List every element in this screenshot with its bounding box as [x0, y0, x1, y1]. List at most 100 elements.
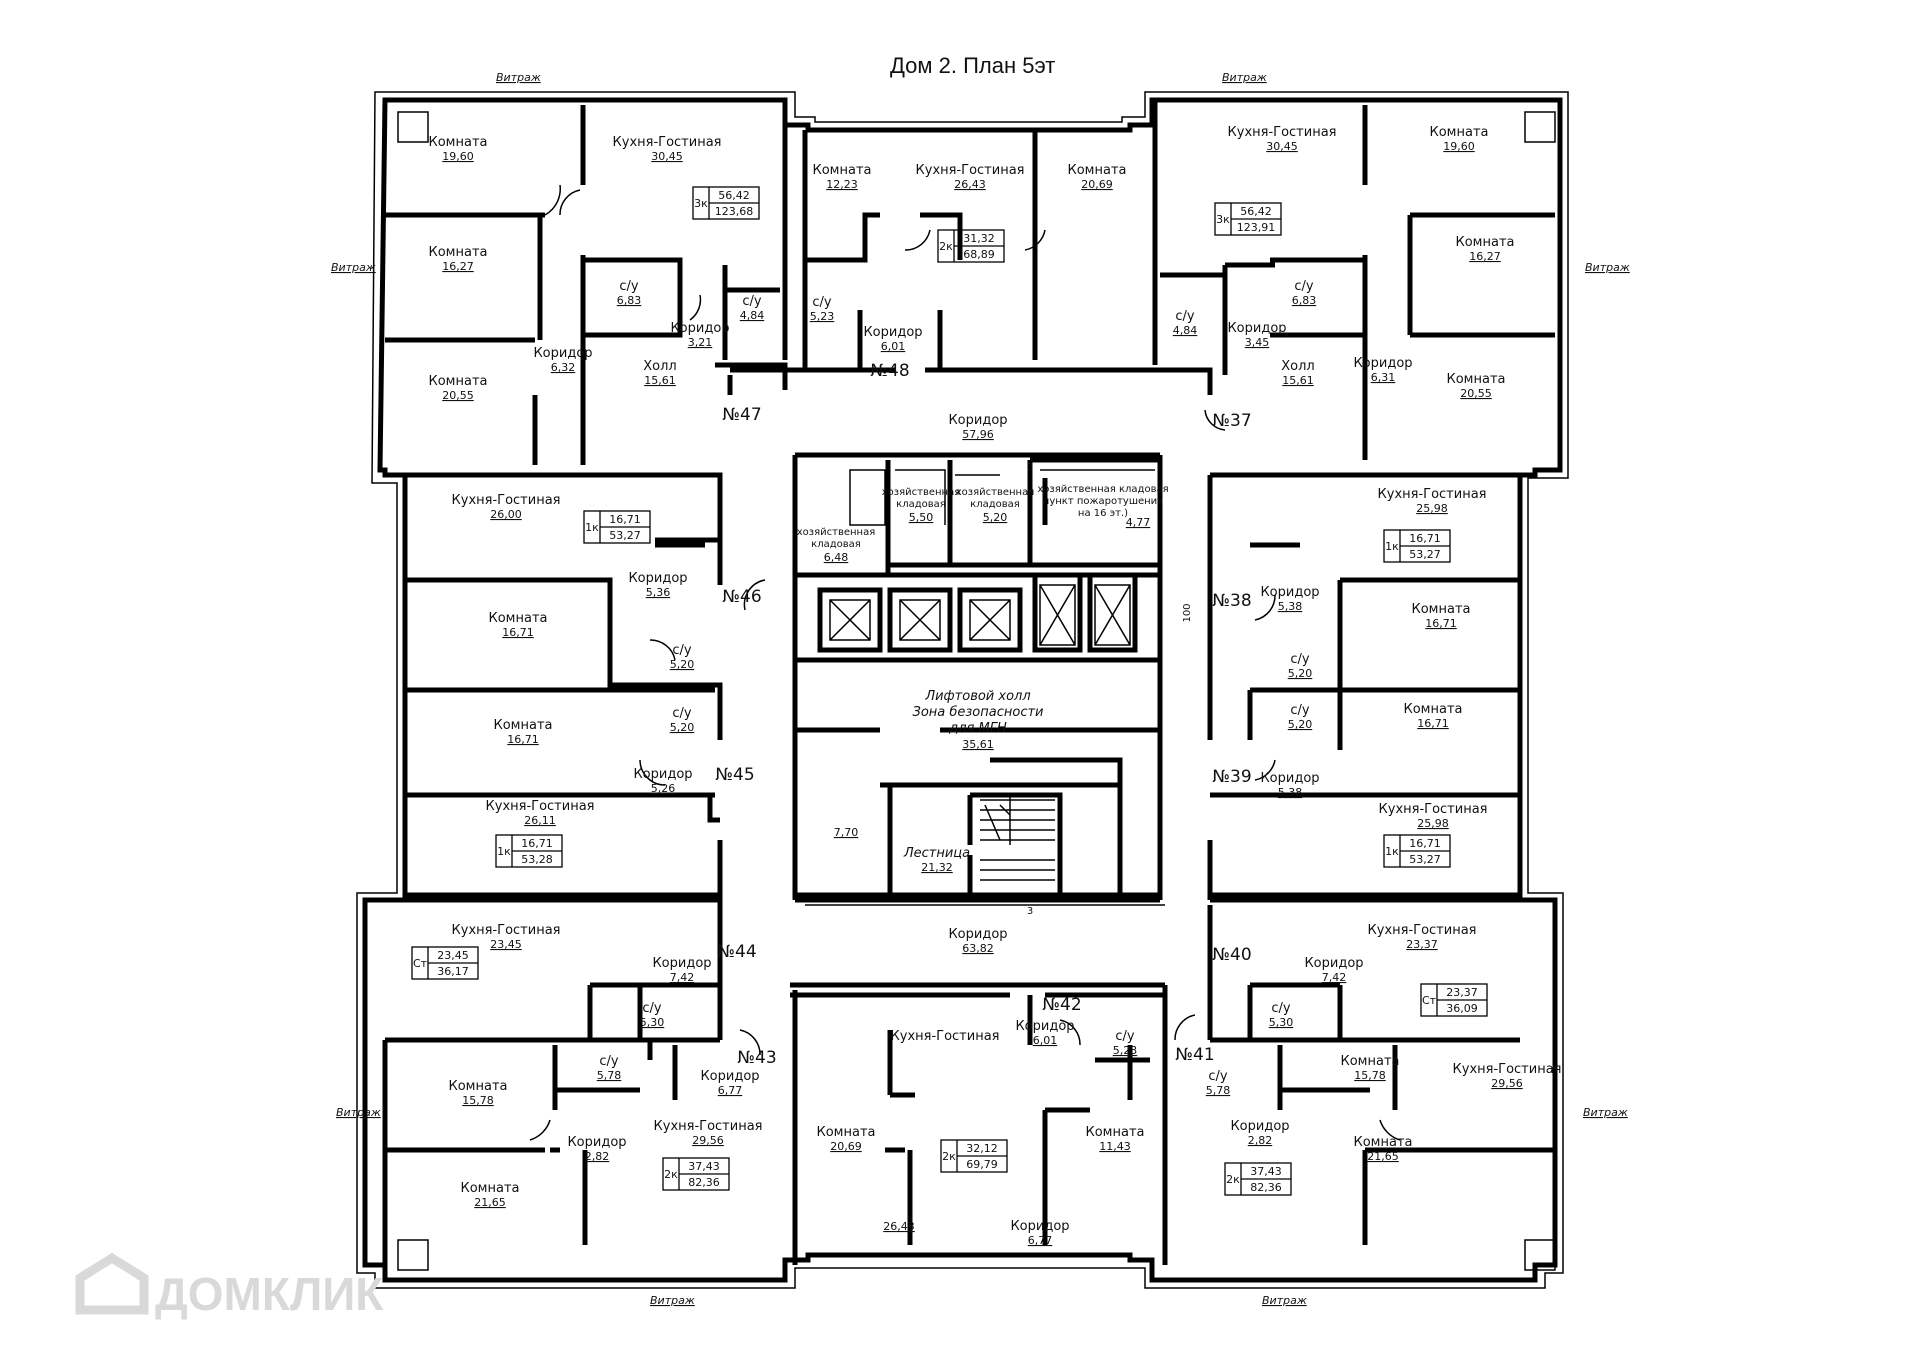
room-area: 7,42 — [1322, 971, 1347, 984]
storage-area: 5,50 — [909, 511, 934, 524]
room-area: 5,30 — [1269, 1016, 1294, 1029]
vitrazh-label: Витраж — [650, 1294, 695, 1307]
apartment-number: №42 — [1042, 995, 1081, 1015]
room-area: 16,71 — [502, 626, 534, 639]
room-name: Коридор — [1304, 956, 1363, 971]
room-name: Комната — [1404, 702, 1463, 717]
room-name: Кухня-Гостиная — [1368, 923, 1477, 938]
room-name: Комната — [429, 374, 488, 389]
room-name: Коридор — [948, 927, 1007, 942]
total-area: 68,89 — [963, 248, 995, 261]
total-area: 36,09 — [1446, 1002, 1478, 1015]
watermark-text: ДОМКЛИК — [155, 1268, 384, 1320]
room-area: 6,83 — [1292, 294, 1317, 307]
room-name: Кухня-Гостиная — [452, 923, 561, 938]
room-area: 15,61 — [1282, 374, 1314, 387]
room-name: Комната — [1412, 602, 1471, 617]
vitrazh-label: Витраж — [1262, 1294, 1307, 1307]
room-name: с/у — [642, 1001, 662, 1016]
living-area: 16,71 — [1409, 532, 1441, 545]
room-area: 15,78 — [1354, 1069, 1386, 1082]
corridor-dim: 100 — [1182, 603, 1193, 622]
room-area: 4,84 — [740, 309, 765, 322]
room-name: Кухня-Гостиная — [486, 799, 595, 814]
total-area: 53,28 — [521, 853, 553, 866]
storage-label: кладовая — [896, 499, 946, 510]
room-name: Комната — [461, 1181, 520, 1196]
room-name: с/у — [1271, 1001, 1291, 1016]
room-area: 26,11 — [524, 814, 556, 827]
total-area: 69,79 — [966, 1158, 998, 1171]
storage-label: кладовая — [811, 539, 861, 550]
lift-hall: Лифтовой холл Зона безопасности для МГН … — [912, 689, 1043, 751]
dim-label: 3 — [1027, 462, 1033, 473]
apartment-type: 3к — [1216, 213, 1230, 226]
room-area: 19,60 — [442, 150, 474, 163]
apartment-type: 1к — [497, 845, 511, 858]
total-area: 82,36 — [688, 1176, 720, 1189]
room-name: Комната — [429, 135, 488, 150]
apartment-number: №39 — [1212, 767, 1251, 787]
room-name: Коридор — [1353, 356, 1412, 371]
room-area: 5,20 — [1288, 718, 1313, 731]
total-area: 53,27 — [1409, 853, 1441, 866]
apartment-type: Ст — [413, 957, 428, 970]
room-area: 6,31 — [1371, 371, 1396, 384]
room-name: Коридор — [1227, 321, 1286, 336]
room-name: Кухня-Гостиная — [1378, 487, 1487, 502]
room-name: Коридор — [1260, 771, 1319, 786]
room-area: 5,78 — [1206, 1084, 1231, 1097]
total-area: 53,27 — [1409, 548, 1441, 561]
room-name: Комната — [429, 245, 488, 260]
room-name: Коридор — [700, 1069, 759, 1084]
room-name: Комната — [1456, 235, 1515, 250]
room-area: 5,20 — [670, 721, 695, 734]
lift-hall-line1: Лифтовой холл — [924, 689, 1030, 704]
room-area: 15,61 — [644, 374, 676, 387]
room-name: Коридор — [863, 325, 922, 340]
living-area: 32,12 — [966, 1142, 998, 1155]
room-name: с/у — [672, 643, 692, 658]
room-area: 20,55 — [442, 389, 474, 402]
room-area: 21,65 — [474, 1196, 506, 1209]
room-name: Коридор — [948, 413, 1007, 428]
room-area: 5,78 — [597, 1069, 622, 1082]
room-area: 4,84 — [1173, 324, 1198, 337]
room-name: с/у — [1208, 1069, 1228, 1084]
storage-area: 5,20 — [983, 511, 1008, 524]
room-name: Холл — [643, 359, 676, 374]
room-area: 5,30 — [640, 1016, 665, 1029]
apartment-type: 1к — [1385, 540, 1399, 553]
room-area: 20,55 — [1460, 387, 1492, 400]
room-area: 23,45 — [490, 938, 522, 951]
walls — [356, 91, 1569, 1289]
room-area: 30,45 — [1266, 140, 1298, 153]
room-area: 6,32 — [551, 361, 576, 374]
total-area: 123,68 — [715, 205, 754, 218]
room-area: 11,43 — [1099, 1140, 1131, 1153]
room-area: 6,01 — [1033, 1034, 1058, 1047]
vitrazh-label: Витраж — [496, 71, 541, 84]
room-area: 3,45 — [1245, 336, 1270, 349]
room-labels: Комната19,60Кухня-Гостиная30,45Комната16… — [429, 125, 1562, 1247]
room-name: Коридор — [670, 321, 729, 336]
lift-hall-line3: для МГН — [948, 721, 1007, 736]
vitrazh-label: Витраж — [1222, 71, 1267, 84]
room-name: Кухня-Гостиная — [1453, 1062, 1562, 1077]
apartment-type: 2к — [939, 240, 953, 253]
room-area: 5,26 — [651, 782, 676, 795]
room-area: 57,96 — [962, 428, 994, 441]
room-area: 2,82 — [585, 1150, 610, 1163]
room-area: 26,43 — [954, 178, 986, 191]
room-area: 23,37 — [1406, 938, 1438, 951]
apartment-number: №41 — [1175, 1045, 1214, 1065]
living-area: 16,71 — [609, 513, 641, 526]
